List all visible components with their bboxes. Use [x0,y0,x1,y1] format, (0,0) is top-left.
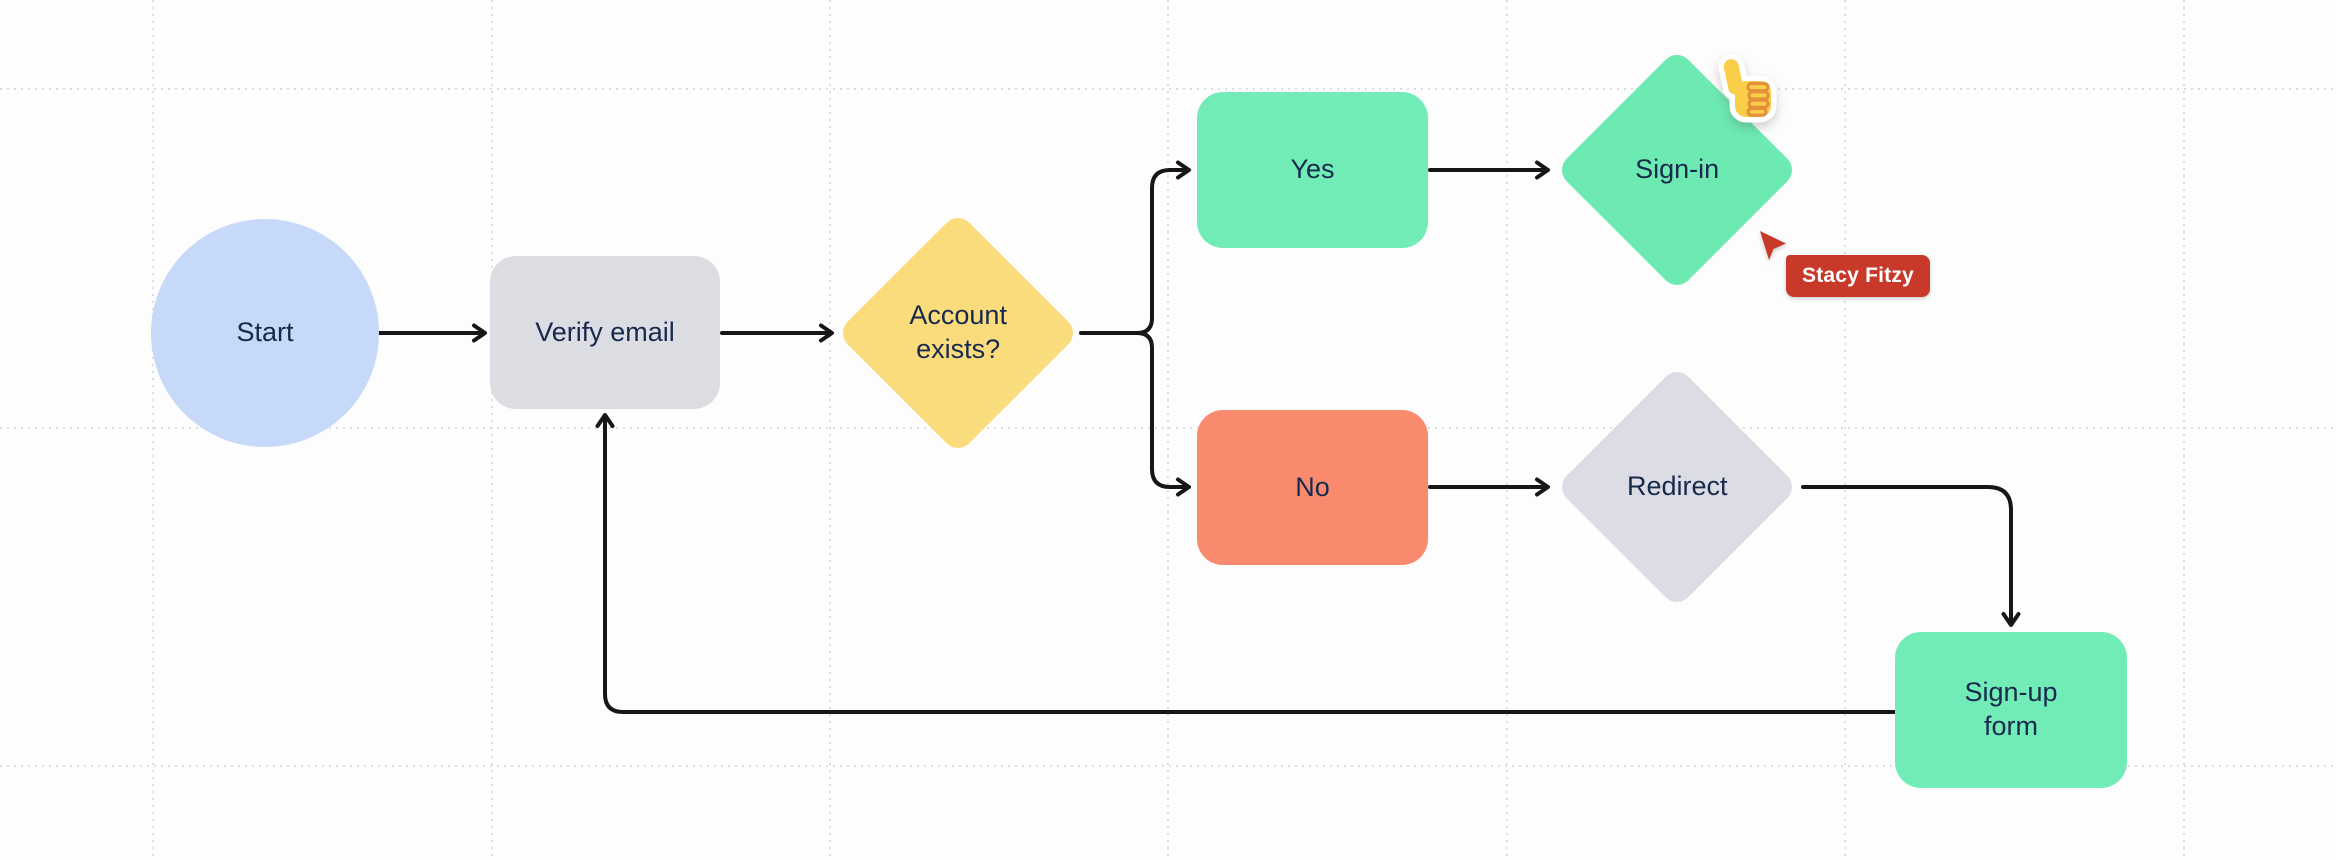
collaborator-cursor-icon [1760,231,1786,260]
node-account-exists-label: Account exists? [909,300,1007,364]
node-yes[interactable]: Yes [1197,92,1428,248]
node-no-label: No [1295,471,1330,502]
grid-line-vertical [491,0,493,860]
node-start[interactable]: Start [151,219,379,447]
node-yes-label: Yes [1290,154,1335,185]
node-no[interactable]: No [1197,410,1428,565]
grid-line-vertical [829,0,831,860]
node-redirect-label: Redirect [1626,471,1728,502]
node-account-exists[interactable]: Account exists? [836,211,1080,455]
grid-line-horizontal [0,88,2336,90]
grid-line-horizontal [0,427,2336,429]
node-verify-email[interactable]: Verify email [490,256,720,409]
connector-account-to-yes[interactable] [1135,160,1191,335]
grid-line-vertical [1167,0,1169,860]
thumbs-up-icon [1723,59,1771,117]
grid-line-vertical [1506,0,1508,860]
grid-line-vertical [1844,0,1846,860]
grid-line-vertical [2183,0,2185,860]
node-redirect[interactable]: Redirect [1555,365,1799,609]
collaborator-name-badge: Stacy Fitzy [1786,255,1930,297]
node-verify-email-label: Verify email [535,316,675,347]
node-sign-up-form-label: Sign-up form [1964,677,2058,741]
thumbs-up-sticker[interactable] [1712,50,1782,130]
grid-line-horizontal [0,765,2336,767]
connector-redirect-to-signup[interactable] [1801,485,2021,627]
node-sign-up-form[interactable]: Sign-up form [1895,632,2127,788]
grid-line-vertical [152,0,154,860]
connector-account-to-no[interactable] [1135,331,1191,497]
node-sign-in-label: Sign-in [1634,154,1720,185]
node-start-label: Start [236,317,294,348]
